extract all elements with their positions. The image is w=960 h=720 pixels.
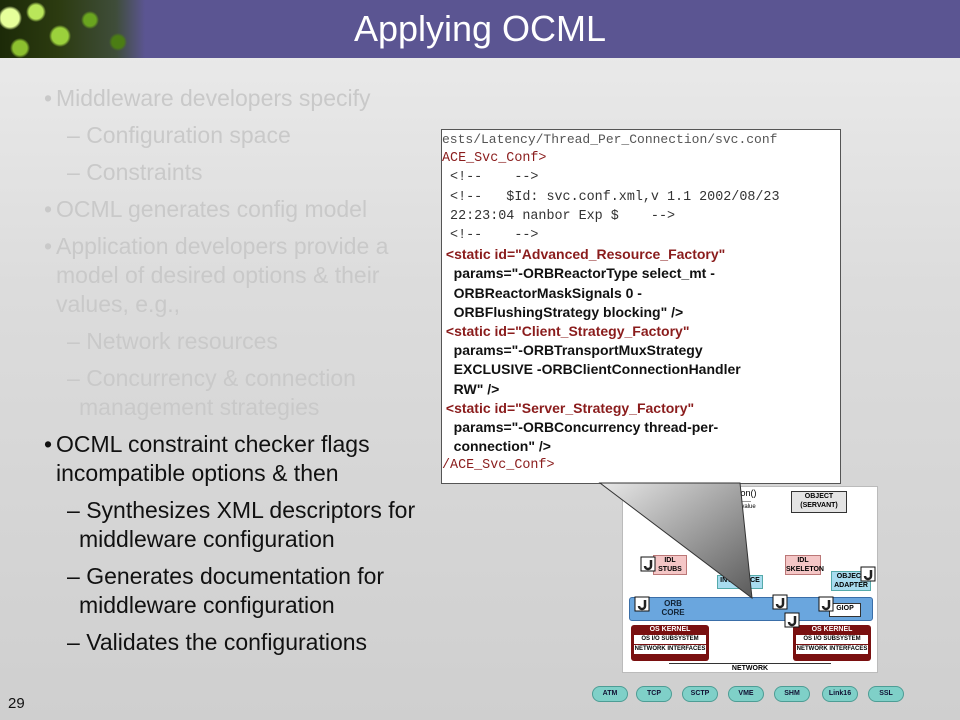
sub-bullet-item: – Configuration space (67, 122, 291, 148)
io-subsystem-label: OS I/O SUBSYSTEM (796, 635, 868, 644)
code-line: params="-ORBTransportMuxStrategy (442, 342, 703, 359)
code-line: <!-- --> (442, 228, 539, 244)
code-line: RW" /> (442, 380, 500, 397)
network-type-badge: VME (728, 686, 764, 702)
page-number: 29 (8, 695, 25, 712)
network-type-badge: SSL (868, 686, 904, 702)
bullet-item: • Application developers provide a model… (44, 233, 389, 317)
bullet-list: • Middleware developers specify – Config… (44, 84, 434, 663)
object-servant-box: OBJECT (SERVANT) (791, 491, 847, 513)
network-label: NETWORK (669, 663, 831, 672)
code-line: <static id="Client_Strategy_Factory" (442, 323, 690, 340)
servant-label: (SERVANT) (800, 502, 838, 509)
code-line: connection" /> (442, 438, 551, 455)
code-line: EXCLUSIVE -ORBClientConnectionHandler (442, 361, 741, 378)
os-kernel-left: OS KERNEL OS I/O SUBSYSTEM NETWORK INTER… (631, 625, 709, 661)
sub-bullet-item: – Synthesizes XML descriptors for middle… (67, 497, 416, 552)
bullet-item: • OCML constraint checker flags incompat… (44, 431, 370, 486)
sub-bullet-item: – Generates documentation for middleware… (67, 563, 385, 618)
network-type-badge: TCP (636, 686, 672, 702)
sub-bullet-item: – Concurrency & connection management st… (67, 365, 356, 420)
object-label: OBJECT (804, 493, 834, 500)
idl-skeleton-box: IDL SKELETON (785, 555, 824, 575)
bullet-item: • OCML generates config model (44, 196, 368, 222)
orb-core-label: ORB CORE (661, 599, 685, 617)
sub-bullet-item: – Network resources (67, 328, 278, 354)
code-line: ests/Latency/Thread_Per_Connection/svc.c… (442, 132, 778, 147)
network-type-badge: SHM (774, 686, 810, 702)
sub-bullet-item: – Validates the configurations (67, 629, 368, 655)
code-line: <static id="Server_Strategy_Factory" (442, 399, 695, 416)
corner-decoration-image (0, 0, 145, 58)
slide-title: Applying OCML (353, 8, 607, 49)
xml-config-snippet: ests/Latency/Thread_Per_Connection/svc.c… (441, 129, 841, 484)
network-type-badge: ATM (592, 686, 628, 702)
os-kernel-right: OS KERNEL OS I/O SUBSYSTEM NETWORK INTER… (793, 625, 871, 661)
network-interfaces-label: NETWORK INTERFACES (796, 645, 868, 654)
orb-architecture-diagram: ation() urn value OBJECT (SERVANT) IDL S… (622, 486, 878, 673)
code-line: <!-- $Id: svc.conf.xml,v 1.1 2002/08/23 (442, 189, 780, 205)
giop-box: GIOP (829, 603, 861, 617)
os-kernel-label: OS KERNEL (649, 626, 691, 633)
code-line: ACE_Svc_Conf> (442, 151, 547, 167)
network-type-badge: SCTP (682, 686, 718, 702)
code-line: ORBFlushingStrategy blocking" /> (442, 303, 684, 320)
code-line: /ACE_Svc_Conf> (442, 458, 555, 474)
code-line: params="-ORBConcurrency thread-per- (442, 419, 719, 436)
sub-bullet-item: – Constraints (67, 159, 203, 185)
code-line: params="-ORBReactorType select_mt - (442, 265, 715, 282)
network-types-bar: ATM TCP SCTP VME SHM Link16 SSL (590, 684, 912, 702)
io-subsystem-label: OS I/O SUBSYSTEM (634, 635, 706, 644)
os-kernel-label: OS KERNEL (811, 626, 853, 633)
network-interfaces-label: NETWORK INTERFACES (634, 645, 706, 654)
title-bar (0, 0, 960, 58)
code-line: ORBReactorMaskSignals 0 - (442, 284, 642, 301)
code-line: <!-- --> (442, 170, 539, 186)
code-line: <static id="Advanced_Resource_Factory" (442, 246, 726, 263)
network-type-badge: Link16 (822, 686, 858, 702)
bullet-item: • Middleware developers specify (44, 85, 371, 111)
config-hook-icons (634, 556, 876, 628)
code-line: 22:23:04 nanbor Exp $ --> (442, 208, 676, 224)
